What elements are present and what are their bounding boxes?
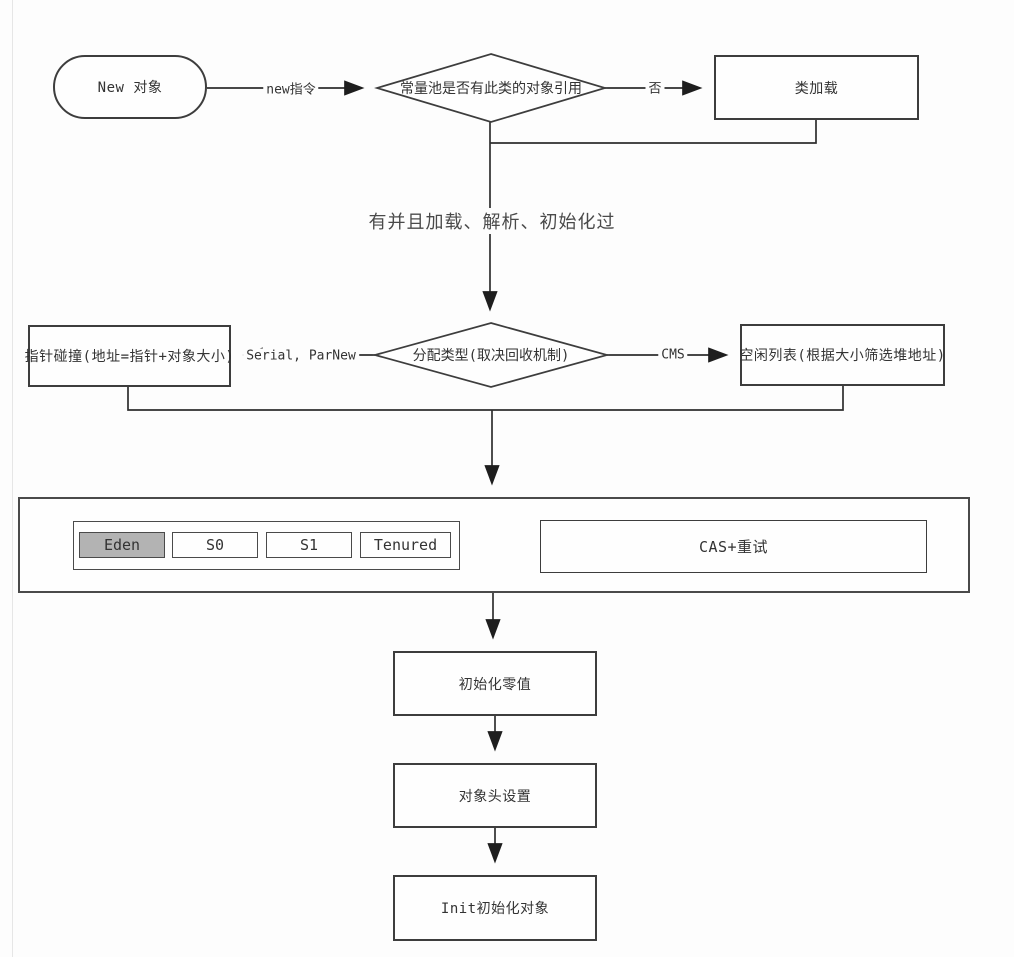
init-object-node: Init初始化对象 [393, 875, 597, 941]
free-list-label: 空闲列表(根据大小筛选堆地址) [739, 348, 946, 364]
pointer-bump-node: 指针碰撞(地址=指针+对象大小) [25, 325, 234, 387]
edge-label-loaded-resolved-initialized: 有并且加载、解析、初始化过 [365, 208, 619, 234]
heap-region-s0: S0 [172, 532, 258, 558]
cas-retry-label: CAS+重试 [698, 538, 769, 556]
start-node: New 对象 [53, 55, 207, 119]
start-node-label: New 对象 [97, 80, 163, 96]
decision-alloc-type [371, 322, 611, 388]
init-object-label: Init初始化对象 [440, 901, 550, 917]
pointer-bump-label: 指针碰撞(地址=指针+对象大小) [24, 349, 235, 365]
page-left-rule [12, 0, 13, 957]
edge-label-serial-parnew: Serial, ParNew [243, 348, 359, 364]
edge-label-new-instruction: new指令 [263, 78, 319, 98]
init-zero-node: 初始化零值 [393, 651, 597, 716]
decision-constant-pool-label: 常量池是否有此类的对象引用 [400, 81, 582, 97]
heap-region-s1: S1 [266, 532, 352, 558]
heap-region-eden: Eden [79, 532, 165, 558]
edge-merge-bar [127, 386, 844, 411]
decision-constant-pool [374, 53, 608, 123]
object-header-label: 对象头设置 [458, 788, 532, 805]
free-list-node: 空闲列表(根据大小筛选堆地址) [739, 324, 946, 386]
object-header-node: 对象头设置 [393, 763, 597, 828]
tenured-label: Tenured [373, 536, 438, 554]
heap-region-tenured: Tenured [360, 532, 451, 558]
init-zero-label: 初始化零值 [458, 676, 532, 693]
decision-alloc-type-label: 分配类型(取决回收机制) [412, 348, 570, 364]
edge-label-no: 否 [645, 77, 665, 97]
class-load-label: 类加载 [794, 80, 839, 97]
class-load-node: 类加载 [714, 55, 919, 120]
cas-retry-node: CAS+重试 [540, 520, 927, 573]
edge-classload-return [490, 120, 817, 144]
s1-label: S1 [299, 536, 319, 554]
eden-label: Eden [103, 536, 141, 554]
s0-label: S0 [205, 536, 225, 554]
edge-label-cms: CMS [658, 347, 688, 363]
